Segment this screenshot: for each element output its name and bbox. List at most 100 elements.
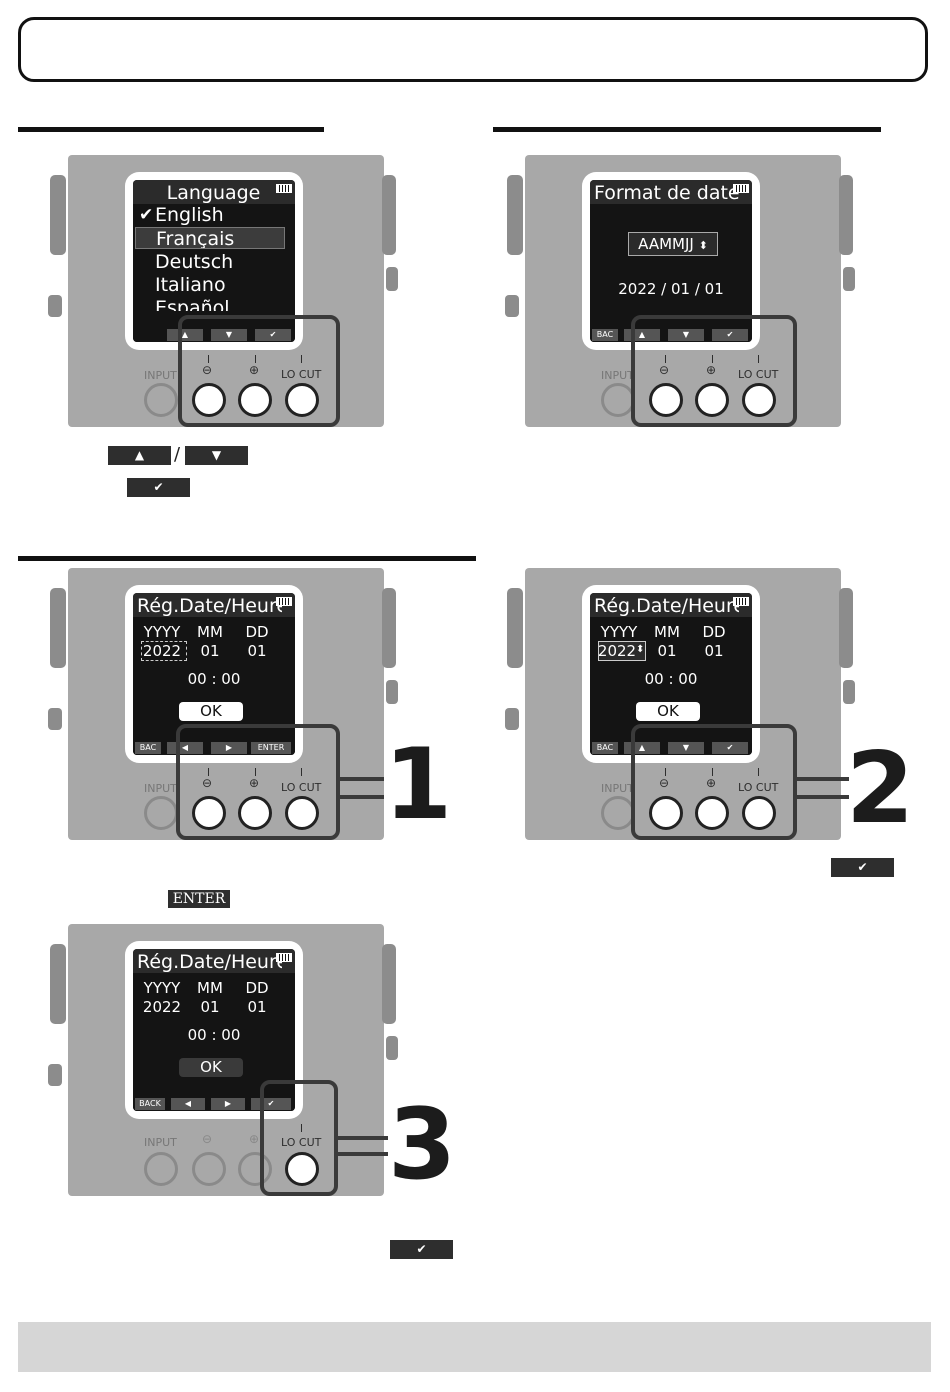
- input-label: INPUT: [601, 782, 634, 795]
- lo-cut-label: LO CUT: [738, 368, 779, 381]
- header-frame: [18, 17, 928, 82]
- screen-bezel: Rég.Date/Heure YYYY MM DD 2022 01 01 00 …: [125, 585, 303, 763]
- screen-title: Rég.Date/Heure: [137, 595, 282, 617]
- zoom-out-icon: ⊖: [659, 363, 670, 377]
- softkey-check: ✔: [712, 742, 748, 754]
- label-yyyy: YYYY: [600, 623, 638, 641]
- device-illustration-datetime-step2: Rég.Date/Heure YYYY MM DD 2022 ⬍ 01 01 0…: [505, 568, 875, 840]
- side-jack-right: [843, 680, 855, 704]
- tick-mark: [665, 355, 666, 363]
- input-label: INPUT: [144, 1136, 177, 1149]
- tick-mark: [665, 768, 666, 776]
- step-leader-line: [797, 777, 849, 781]
- side-jack-left: [505, 708, 519, 730]
- device-button-center: [238, 1152, 272, 1186]
- menu-item-italiano: Italiano: [135, 274, 285, 296]
- device-button-right: [285, 796, 319, 830]
- zoom-in-icon: ⊕: [249, 363, 260, 377]
- button-highlight-frame: [631, 724, 797, 840]
- slash: /: [174, 444, 181, 465]
- side-jack-right: [386, 1036, 398, 1060]
- step-number-3: 3: [388, 1088, 457, 1202]
- step-number-1: 1: [384, 728, 453, 842]
- tick-mark: [255, 355, 256, 363]
- device-button-left: [649, 796, 683, 830]
- device-button-right: [742, 796, 776, 830]
- step-leader-line: [338, 1152, 388, 1156]
- side-jack-left: [48, 295, 62, 317]
- spin-icon: ⬍: [698, 239, 708, 252]
- time-value: 00 : 00: [644, 670, 698, 688]
- year-focus-bracket: [141, 641, 187, 661]
- screen-title: Format de date: [594, 182, 739, 204]
- label-yyyy: YYYY: [143, 623, 181, 641]
- tick-mark: [301, 768, 302, 776]
- section-rule-date-format: [493, 127, 881, 132]
- check-key: ✔: [831, 858, 894, 877]
- screen-title-bar: [133, 180, 295, 204]
- label-mm: MM: [654, 623, 680, 641]
- value-year: 2022: [142, 998, 182, 1016]
- tick-mark: [208, 768, 209, 776]
- screen-title: Rég.Date/Heure: [137, 951, 282, 973]
- side-jack-right: [386, 680, 398, 704]
- zoom-in-icon: ⊕: [706, 776, 717, 790]
- device-button-right: [742, 383, 776, 417]
- screen-title: Language: [166, 182, 261, 204]
- device-screen: Rég.Date/Heure YYYY MM DD 2022 ⬍ 01 01 0…: [590, 593, 752, 755]
- input-button: [144, 383, 178, 417]
- side-jack-left: [505, 295, 519, 317]
- softkey-check: ✔: [255, 329, 291, 341]
- year-edit-box: [598, 641, 646, 661]
- menu-item-espanol: Español: [135, 297, 285, 311]
- softkey-check: ✔: [712, 329, 748, 341]
- softkey-back: BACK: [135, 1098, 165, 1110]
- menu-item-francais: Français: [135, 227, 285, 249]
- label-dd: DD: [245, 979, 269, 997]
- spin-icon: ⬍: [636, 644, 645, 655]
- tick-mark: [712, 768, 713, 776]
- device-illustration-datetime-step1: Rég.Date/Heure YYYY MM DD 2022 01 01 00 …: [48, 568, 418, 840]
- side-control-right: [382, 588, 396, 668]
- lo-cut-label: LO CUT: [281, 781, 322, 794]
- screen-bezel: Rég.Date/Heure YYYY MM DD 2022 ⬍ 01 01 0…: [582, 585, 760, 763]
- enter-key: ENTER: [168, 890, 230, 908]
- button-highlight-frame: [260, 1080, 338, 1196]
- device-button-center: [238, 796, 272, 830]
- step-leader-line: [340, 795, 384, 799]
- zoom-in-icon: ⊕: [249, 1132, 260, 1146]
- value-day: 01: [704, 642, 724, 660]
- label-mm: MM: [197, 979, 223, 997]
- value-year: 2022: [597, 642, 637, 660]
- battery-icon: [276, 184, 292, 193]
- input-label: INPUT: [601, 369, 634, 382]
- check-icon: ✔: [139, 205, 154, 225]
- side-control-left: [507, 588, 523, 668]
- button-highlight-frame: [631, 315, 797, 427]
- input-label: INPUT: [144, 369, 177, 382]
- menu-item-label: Italiano: [155, 274, 226, 296]
- screen-title-bar: [133, 949, 295, 973]
- value-month: 01: [200, 642, 220, 660]
- softkey-back: BAC: [592, 742, 618, 754]
- softkey-left: ◀: [171, 1098, 205, 1110]
- date-format-value: AAMMJJ: [638, 235, 694, 253]
- tick-mark: [301, 355, 302, 363]
- lo-cut-label: LO CUT: [281, 1136, 322, 1149]
- softkey-bar: BAC ▲ ▼ ✔: [590, 328, 752, 342]
- time-value: 00 : 00: [187, 670, 241, 688]
- softkey-right: ▶: [211, 742, 247, 754]
- device-button-left: [192, 1152, 226, 1186]
- time-value: 00 : 00: [187, 1026, 241, 1044]
- step-leader-line: [340, 777, 384, 781]
- softkey-right: ▶: [211, 1098, 245, 1110]
- battery-icon: [276, 953, 292, 962]
- zoom-out-icon: ⊖: [659, 776, 670, 790]
- softkey-bar: ▲ ▼ ✔: [133, 328, 295, 342]
- input-button: [601, 796, 635, 830]
- value-year: 2022: [142, 642, 182, 660]
- step-leader-line: [797, 795, 849, 799]
- value-day: 01: [247, 998, 267, 1016]
- tick-mark: [301, 1124, 302, 1132]
- check-key: ✔: [390, 1240, 453, 1259]
